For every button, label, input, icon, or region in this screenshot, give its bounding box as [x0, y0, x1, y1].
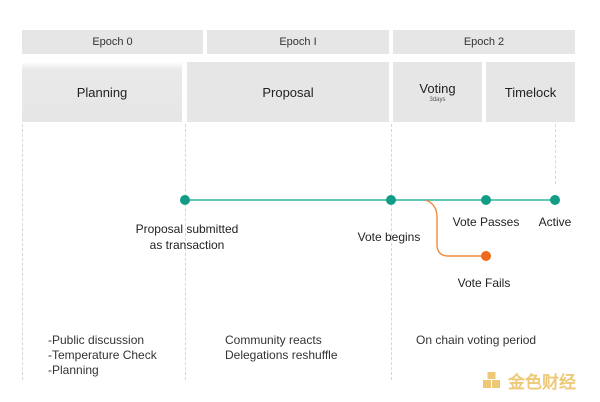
note-item: Delegations reshuffle — [225, 348, 338, 362]
epoch-0-header: Epoch 0 — [22, 30, 203, 54]
epoch-0-label: Epoch 0 — [92, 36, 133, 48]
separator-line — [185, 124, 186, 380]
fail-branch-line — [424, 199, 486, 257]
watermark: 金色财经 — [482, 368, 576, 393]
phase-voting-label: Voting — [419, 81, 456, 96]
phase-planning-box: Planning — [22, 62, 182, 122]
voting-notes: On chain voting period — [416, 333, 536, 348]
vote-passes-node — [481, 195, 491, 205]
separator-line — [22, 124, 23, 380]
phase-proposal-box: Proposal — [187, 62, 389, 122]
separator-line — [391, 124, 392, 380]
note-item: -Planning — [48, 363, 99, 377]
vote-begins-label: Vote begins — [357, 230, 421, 244]
planning-notes: -Public discussion -Temperature Check -P… — [48, 333, 157, 378]
phase-planning-label: Planning — [76, 84, 128, 100]
proposal-submitted-label: Proposal submitted as transaction — [135, 222, 239, 252]
epoch-2-header: Epoch 2 — [393, 30, 575, 54]
proposal-submitted-node — [180, 195, 190, 205]
note-item: Community reacts — [225, 333, 322, 347]
proposal-notes: Community reacts Delegations reshuffle — [225, 333, 338, 363]
phase-timelock-box: Timelock — [486, 62, 575, 122]
phase-voting-duration: 3days — [429, 97, 446, 103]
active-label: Active — [538, 215, 572, 229]
epoch-1-label: Epoch I — [279, 36, 317, 48]
vote-fails-node — [481, 251, 491, 261]
note-item: -Public discussion — [48, 333, 145, 347]
vote-passes-label: Vote Passes — [452, 215, 520, 229]
gold-cube-logo-icon — [483, 371, 500, 388]
active-node — [550, 195, 560, 205]
phase-proposal-label: Proposal — [262, 84, 314, 100]
vote-fails-label: Vote Fails — [457, 276, 511, 290]
watermark-text: 金色财经 — [508, 373, 576, 392]
epoch-1-header: Epoch I — [207, 30, 389, 54]
phase-voting-box: Voting 3days — [393, 62, 482, 122]
note-item: -Temperature Check — [48, 348, 157, 362]
separator-line — [555, 124, 556, 184]
phase-timelock-label: Timelock — [504, 84, 557, 100]
note-item: On chain voting period — [416, 333, 537, 347]
vote-begins-node — [386, 195, 396, 205]
epoch-2-label: Epoch 2 — [463, 36, 505, 48]
